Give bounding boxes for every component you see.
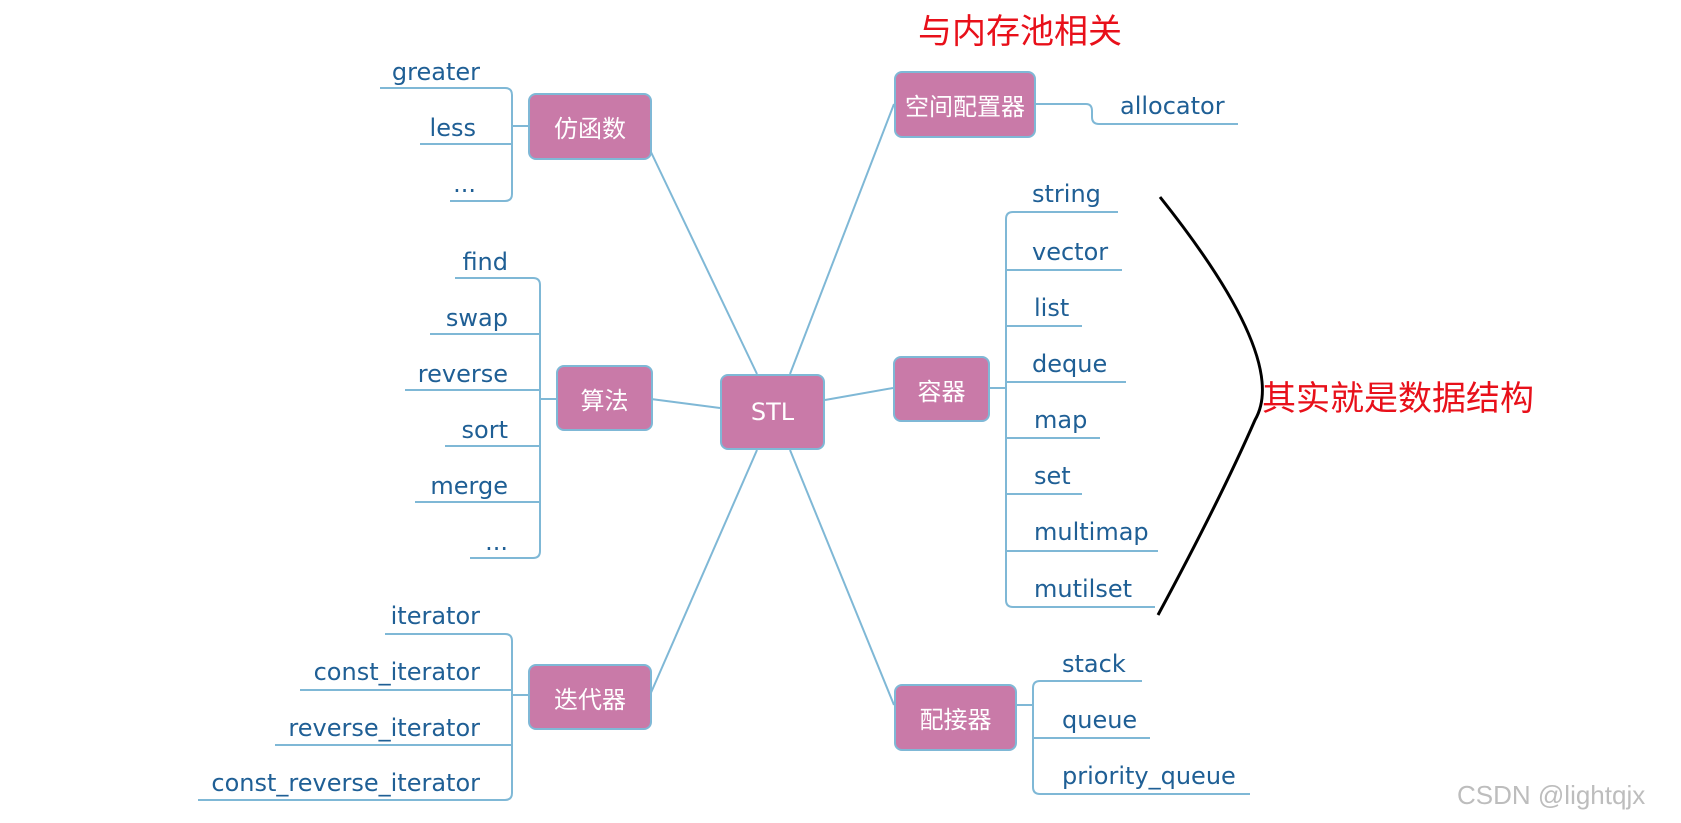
iterator-node: 迭代器 [528,664,652,730]
iterator-item-reverse-iterator: reverse_iterator [288,714,480,742]
algorithm-bracket [455,277,541,559]
adapter-item-queue: queue [1062,706,1138,734]
functor-item-ellipsis: ... [453,170,476,198]
csdn-watermark: CSDN @lightqjx [1457,780,1646,810]
functor-item-greater: greater [391,58,480,86]
algorithm-item-reverse: reverse [417,360,508,388]
container-item-set: set [1034,462,1071,490]
edge-stl-iterator [649,449,758,696]
edge-stl-algorithm [650,398,721,409]
algorithm-item-merge: merge [430,472,508,500]
algorithm-item-find: find [462,248,508,276]
allocator-node: 空间配置器 [894,71,1036,138]
stl-center-node: STL [720,374,825,450]
iterator-item-iterator: iterator [390,602,480,630]
container-item-deque: deque [1032,350,1108,378]
iterator-item-const-reverse-iterator: const_reverse_iterator [211,769,480,797]
algorithm-item-ellipsis: ... [485,528,508,556]
functor-node: 仿函数 [528,93,652,160]
edge-stl-adapter [789,449,895,706]
adapter-node: 配接器 [894,684,1017,751]
container-item-map: map [1034,406,1088,434]
edge-stl-container [824,387,894,401]
container-item-multimap: multimap [1034,518,1149,546]
iterator-bracket [198,633,513,801]
data-structure-note: 其实就是数据结构 [1262,379,1534,419]
container-item-mutilset: mutilset [1034,575,1133,603]
adapter-item-stack: stack [1062,650,1126,678]
allocator-bracket [1036,103,1238,125]
functor-item-less: less [429,114,476,142]
adapter-item-priority-queue: priority_queue [1062,762,1236,790]
memory-pool-note: 与内存池相关 [918,12,1122,52]
container-bracket [1005,211,1155,608]
data-structure-brace [1156,196,1264,616]
container-item-string: string [1032,180,1101,208]
algorithm-item-sort: sort [461,416,508,444]
container-item-vector: vector [1032,238,1109,266]
container-node: 容器 [893,356,990,422]
edge-stl-functor [649,149,758,375]
iterator-item-const-iterator: const_iterator [313,658,480,686]
allocator-item-allocator: allocator [1120,92,1225,120]
container-item-list: list [1034,294,1070,322]
algorithm-node: 算法 [556,365,653,431]
algorithm-item-swap: swap [445,304,508,332]
edge-stl-allocator [789,103,895,375]
